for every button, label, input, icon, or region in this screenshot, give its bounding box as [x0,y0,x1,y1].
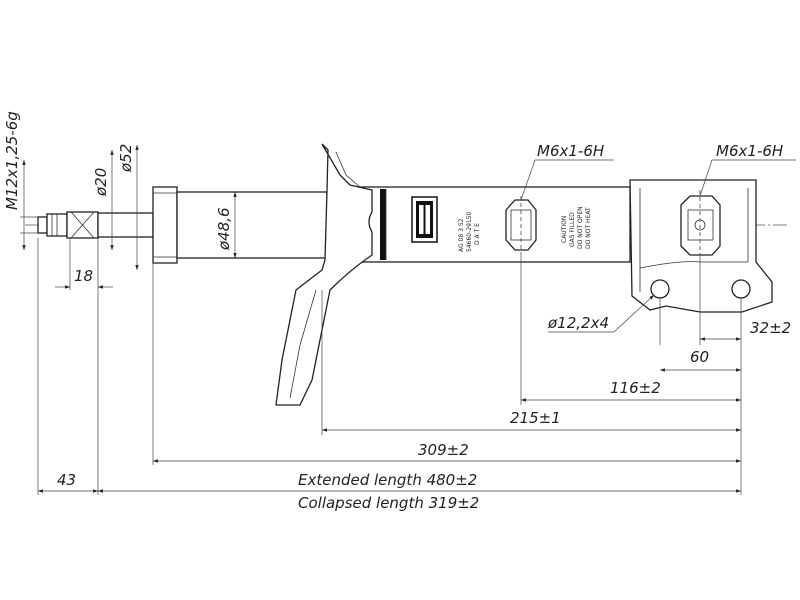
d116-label: 116±2 [610,379,661,397]
thread-leaders: M6x1-6H M6x1-6H ø12,2x4 [520,142,796,333]
tube-boss [505,196,537,253]
d43-label: 43 [57,471,76,489]
length-dims: 32±2 60 116±2 215±1 309±2 18 43 Extended… [38,267,791,512]
d215-label: 215±1 [510,409,561,427]
knuckle-bracket [629,179,773,313]
code1-text: AG 08 3 52 [458,218,465,252]
extended-label: Extended length 480±2 [298,471,477,489]
d18-label: 18 [74,267,93,285]
brand-logo [411,196,438,243]
tube-marking: AG 08 3 52 54660-29150 D A T E [458,211,481,252]
thread-rod-label: M12x1,25-6g [3,111,21,210]
top-cap [152,186,178,264]
d32-label: 32±2 [750,319,791,337]
thread-right-label: M6x1-6H [716,142,783,160]
thread-left-label: M6x1-6H [537,142,604,160]
d52-label: ø52 [117,144,135,173]
caution-marking: CAUTION GAS FILLED DO NOT OPEN DO NOT HE… [561,206,592,249]
gas-text: GAS FILLED [569,212,576,247]
spring-seat [275,143,373,406]
diameter-dims: M12x1,25-6g ø20 ø52 ø48,6 [3,111,237,270]
caution-text: CAUTION [561,216,568,243]
d309-label: 309±2 [418,441,469,459]
date-text: D A T E [474,223,481,245]
open-text: DO NOT OPEN [577,206,584,249]
heat-text: DO NOT HEAT [585,207,592,249]
piston-rod [37,211,154,239]
collapsed-label: Collapsed length 319±2 [298,494,479,512]
main-tube [176,186,631,263]
d20-label: ø20 [92,168,110,197]
extension-lines [20,216,742,495]
holes-label: ø12,2x4 [547,314,609,332]
d48-label: ø48,6 [215,207,233,251]
code2-text: 54660-29150 [466,211,473,252]
d60-label: 60 [690,348,709,366]
